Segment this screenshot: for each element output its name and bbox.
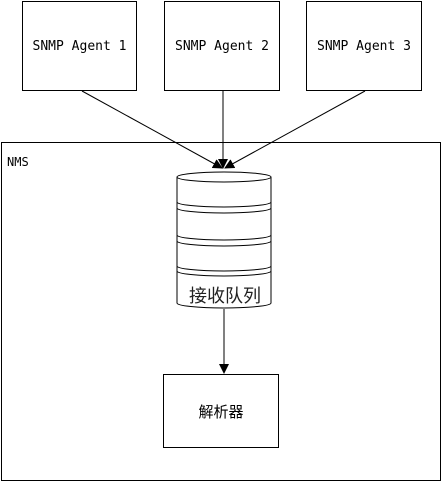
snmp-agent-2-box: SNMP Agent 2 [164,1,280,91]
snmp-agent-2-label: SNMP Agent 2 [175,38,269,54]
parser-label: 解析器 [198,402,244,421]
nms-container [1,142,441,481]
arrow-agent3-to-queue [224,90,366,169]
nms-label: NMS [7,155,29,169]
arrow-agent1-to-queue [81,90,223,169]
snmp-agent-1-box: SNMP Agent 1 [22,1,137,91]
parser-box: 解析器 [163,374,279,448]
snmp-agent-3-label: SNMP Agent 3 [317,38,411,54]
snmp-agent-1-label: SNMP Agent 1 [32,38,127,54]
receive-queue-label: 接收队列 [189,286,261,307]
snmp-agent-3-box: SNMP Agent 3 [306,1,422,91]
receive-queue-cylinder [176,171,272,309]
